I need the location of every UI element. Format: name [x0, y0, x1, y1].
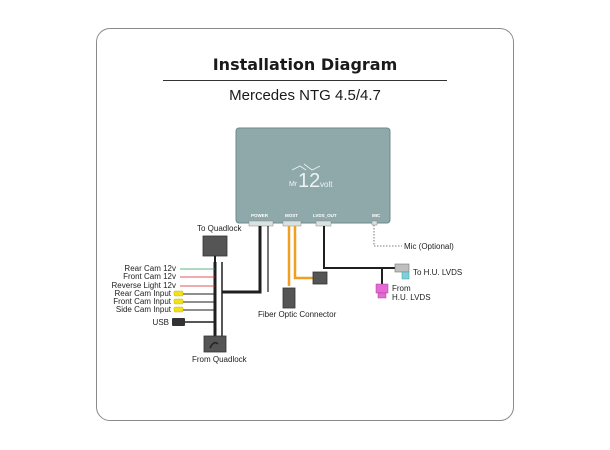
label-front-cam-12v: Front Cam 12v [123, 272, 176, 281]
interface-module [235, 127, 391, 224]
port-label-lvds-out: LVDS_OUT [313, 213, 337, 218]
to-hu-lvds-label: To H.U. LVDS [413, 268, 462, 277]
port-label-most: MOST [285, 213, 298, 218]
label-front-cam-input: Front Cam Input [113, 297, 172, 306]
most-port [282, 220, 302, 227]
label-usb: USB [153, 318, 169, 327]
to-hu-lvds-connector [394, 263, 410, 273]
label-rear-cam-input: Rear Cam Input [115, 289, 172, 298]
lvds-out-port [315, 220, 332, 227]
diagram-title: Installation Diagram [212, 55, 398, 74]
logo-number: 12 [298, 170, 320, 192]
to-quadlock-connector [202, 235, 228, 257]
mic-label: Mic (Optional) [404, 242, 454, 251]
from-hu-lvds-label-line2: H.U. LVDS [392, 293, 431, 302]
rca-front-cam-connector [173, 298, 184, 305]
logo-mark-icon [291, 163, 321, 171]
from-hu-lvds-tip [377, 292, 387, 299]
fiber-optic-label: Fiber Optic Connector [258, 310, 337, 319]
diagram-subtitle: Mercedes NTG 4.5/4.7 [229, 87, 381, 104]
from-hu-lvds-label-line1: From [392, 284, 411, 293]
to-hu-lvds-tip [401, 271, 410, 280]
port-label-power: POWER [251, 213, 269, 218]
mic-lead [373, 225, 402, 247]
from-hu-lvds-connector [375, 283, 389, 294]
diagram-frame [96, 28, 514, 421]
to-quadlock-label: To Quadlock [197, 224, 242, 233]
fiber-optic-connector-b [312, 271, 328, 285]
rca-side-cam-connector [173, 306, 184, 313]
rca-rear-cam-connector [173, 290, 184, 297]
mr12volt-logo: Mr 12 volt [289, 163, 333, 192]
logo-prefix: Mr [289, 181, 298, 188]
usb-connector [172, 318, 185, 326]
label-reverse-light-12v: Reverse Light 12v [112, 281, 176, 290]
label-rear-cam-12v: Rear Cam 12v [124, 264, 176, 273]
from-quadlock-label: From Quadlock [192, 355, 248, 364]
fiber-optic-connector-a [282, 287, 296, 309]
from-quadlock-connector [203, 335, 227, 353]
port-label-mic: MIC [372, 213, 381, 218]
mic-port [371, 220, 378, 226]
quadlock-clip-icon [209, 341, 219, 349]
fiber-optic-cable-b [293, 226, 313, 280]
power-port [248, 220, 274, 227]
harness-wires [172, 268, 215, 326]
label-side-cam-input: Side Cam Input [116, 305, 172, 314]
power-cable [222, 226, 262, 294]
logo-suffix: volt [320, 180, 333, 189]
title-underline [163, 80, 447, 81]
lvds-cable [323, 226, 396, 269]
